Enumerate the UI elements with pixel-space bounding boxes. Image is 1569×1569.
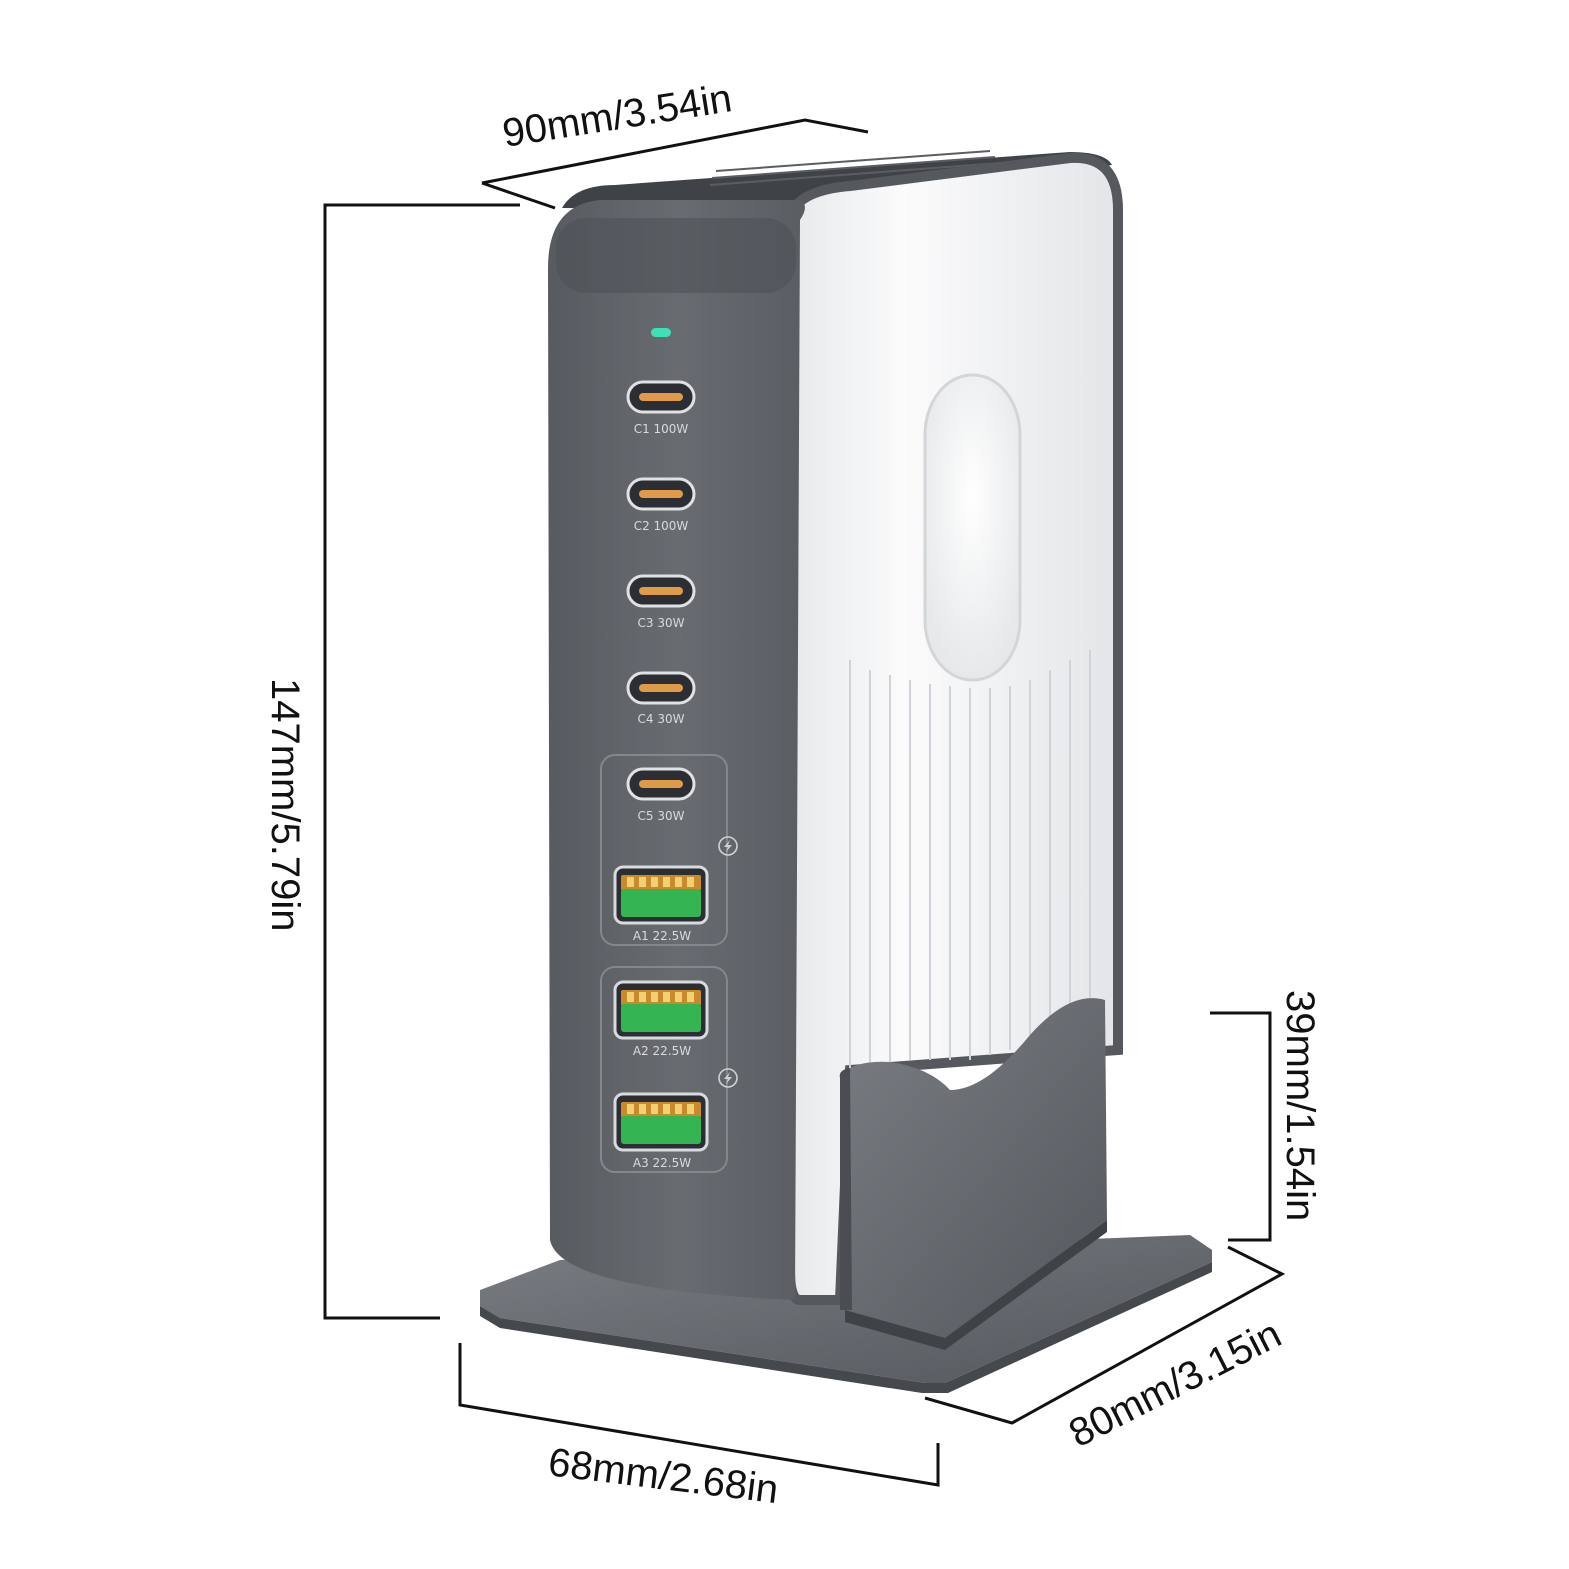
port-panel: C1 100W C2 100W C3 30W C4 30W C5 30W A1 … — [600, 328, 738, 1173]
port-label-c2: C2 100W — [634, 519, 689, 533]
port-label-a1: A1 22.5W — [633, 929, 691, 943]
usb-c-port[interactable] — [626, 574, 696, 608]
usb-c-port[interactable] — [626, 477, 696, 511]
usb-a-port[interactable] — [613, 865, 709, 925]
stand-height-bracket — [1210, 1011, 1272, 1242]
dimension-lines — [323, 118, 1286, 1487]
lightning-icon — [718, 836, 738, 856]
port-label-c4: C4 30W — [638, 712, 685, 726]
stand — [839, 998, 1107, 1350]
side-oval-panel — [923, 373, 1022, 682]
port-label-c1: C1 100W — [634, 422, 689, 436]
stand-height-label: 39mm/1.54in — [1278, 990, 1322, 1221]
side-ribbing — [849, 650, 1091, 1070]
port-label-c5: C5 30W — [638, 809, 685, 823]
usb-a-port[interactable] — [613, 980, 709, 1040]
top-width-line — [481, 118, 869, 185]
charger-body — [548, 150, 1123, 1305]
width-label: 90mm/3.54in — [500, 76, 735, 156]
depth-line — [924, 1245, 1286, 1425]
base-width-label: 68mm/2.68in — [546, 1440, 781, 1512]
top-vent — [709, 150, 1001, 186]
base-width-bracket — [458, 1343, 940, 1487]
height-bracket — [323, 203, 520, 1320]
usb-c-port[interactable] — [626, 671, 696, 705]
port-label-a2: A2 22.5W — [633, 1044, 691, 1058]
usb-c-port[interactable] — [626, 767, 696, 801]
lightning-icon — [718, 1068, 738, 1088]
usb-c-port[interactable] — [626, 380, 696, 414]
usb-a-port[interactable] — [613, 1092, 709, 1152]
height-label: 147mm/5.79in — [263, 678, 307, 931]
port-label-a3: A3 22.5W — [633, 1156, 691, 1170]
indicator-led — [651, 328, 671, 337]
port-label-c3: C3 30W — [638, 616, 685, 630]
